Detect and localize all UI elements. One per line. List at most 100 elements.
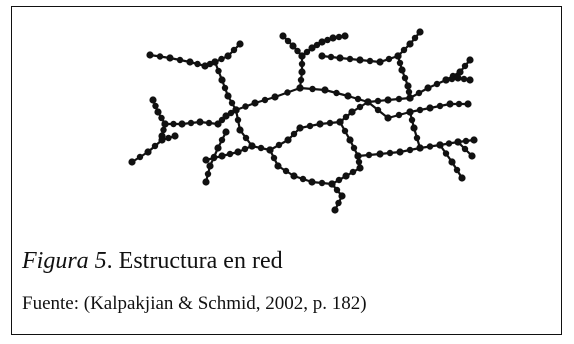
- monomer-bead: [335, 176, 343, 184]
- monomer-bead: [356, 56, 364, 64]
- monomer-bead: [448, 158, 456, 166]
- monomer-bead: [149, 96, 157, 104]
- monomer-bead: [241, 145, 249, 153]
- monomer-bead: [411, 34, 419, 42]
- monomer-bead: [410, 124, 418, 132]
- monomer-bead: [336, 54, 344, 62]
- monomer-bead: [433, 80, 441, 88]
- monomer-bead: [354, 95, 362, 103]
- monomer-bead: [165, 134, 172, 142]
- monomer-bead: [321, 86, 329, 94]
- monomer-bead: [313, 41, 321, 49]
- monomer-bead: [346, 55, 354, 63]
- monomer-bead: [218, 55, 225, 63]
- monomer-bead: [406, 40, 414, 48]
- monomer-bead: [316, 120, 324, 128]
- monomer-bead: [284, 37, 292, 45]
- monomer-bead: [335, 199, 342, 207]
- monomer-bead: [327, 53, 335, 61]
- monomer-bead: [398, 66, 406, 74]
- monomer-bead: [338, 192, 346, 200]
- monomer-bead: [461, 145, 469, 153]
- monomer-bead: [346, 136, 354, 144]
- monomer-bead: [271, 93, 279, 101]
- monomer-bead: [161, 120, 169, 128]
- monomer-bead: [160, 126, 167, 134]
- monomer-bead: [289, 42, 297, 50]
- monomer-bead: [299, 175, 307, 183]
- monomer-bead: [274, 162, 282, 170]
- monomer-bead: [466, 56, 474, 64]
- monomer-bead: [171, 132, 179, 140]
- monomer-bead: [416, 144, 424, 152]
- monomer-bead: [186, 58, 194, 66]
- monomer-bead: [329, 34, 337, 42]
- monomer-bead: [464, 100, 472, 108]
- monomer-bead: [335, 33, 343, 41]
- monomer-bead: [308, 178, 316, 186]
- monomer-bead: [166, 54, 174, 62]
- monomer-bead: [214, 144, 222, 152]
- monomer-bead: [454, 74, 462, 82]
- monomer-bead: [261, 96, 269, 104]
- monomer-bead: [176, 56, 184, 64]
- monomer-bead: [384, 96, 392, 104]
- monomer-bead: [196, 118, 204, 126]
- monomer-bead: [446, 100, 454, 108]
- monomer-bead: [228, 99, 236, 107]
- monomer-bead: [318, 52, 326, 60]
- monomer-bead: [442, 150, 450, 157]
- monomer-bead: [341, 32, 349, 40]
- monomer-bead: [158, 136, 166, 144]
- monomer-bead: [202, 178, 210, 186]
- monomer-bead: [152, 102, 159, 110]
- monomer-bead: [227, 109, 235, 117]
- monomer-bead: [234, 148, 242, 156]
- monomer-bead: [257, 144, 265, 152]
- monomer-bead: [396, 148, 404, 156]
- monomer-bead: [366, 57, 374, 65]
- monomer-bead: [234, 116, 242, 124]
- monomer-bead: [230, 46, 238, 54]
- monomer-bead: [236, 126, 244, 134]
- monomer-bead: [309, 85, 316, 93]
- monomer-bead: [364, 98, 372, 106]
- monomer-bead: [151, 142, 159, 150]
- monomer-bead: [406, 108, 414, 116]
- monomer-bead: [326, 119, 334, 127]
- monomer-bead: [456, 68, 464, 76]
- monomer-bead: [404, 82, 412, 90]
- monomer-bead: [436, 141, 444, 149]
- monomer-bead: [279, 32, 287, 40]
- monomer-bead: [415, 89, 423, 97]
- monomer-bead: [413, 134, 421, 142]
- monomer-bead: [460, 75, 468, 83]
- monomer-bead: [318, 179, 326, 187]
- monomer-bead: [350, 144, 358, 152]
- monomer-bead: [204, 170, 212, 178]
- monomer-bead: [294, 47, 301, 55]
- monomer-bead: [342, 113, 350, 121]
- monomer-bead: [333, 186, 341, 194]
- monomer-bead: [426, 104, 434, 112]
- monomer-bead: [270, 154, 278, 162]
- monomer-bead: [284, 136, 292, 144]
- figure-caption: Figura 5. Estructura en red: [22, 248, 283, 275]
- monomer-bead: [298, 52, 306, 60]
- monomer-bead: [408, 116, 416, 124]
- monomer-bead: [376, 150, 384, 158]
- monomer-bead: [466, 76, 474, 84]
- monomer-bead: [356, 103, 364, 111]
- monomer-bead: [458, 174, 466, 182]
- monomer-bead: [386, 149, 394, 157]
- monomer-bead: [178, 120, 186, 128]
- monomer-bead: [282, 167, 290, 175]
- monomer-bead: [462, 137, 470, 145]
- monomer-bead: [224, 92, 232, 100]
- caption-separator: .: [106, 248, 119, 274]
- monomer-bead: [297, 76, 305, 84]
- monomer-bead: [218, 152, 226, 160]
- monomer-bead: [187, 119, 195, 127]
- monomer-bead: [215, 67, 222, 75]
- monomer-bead: [396, 59, 404, 67]
